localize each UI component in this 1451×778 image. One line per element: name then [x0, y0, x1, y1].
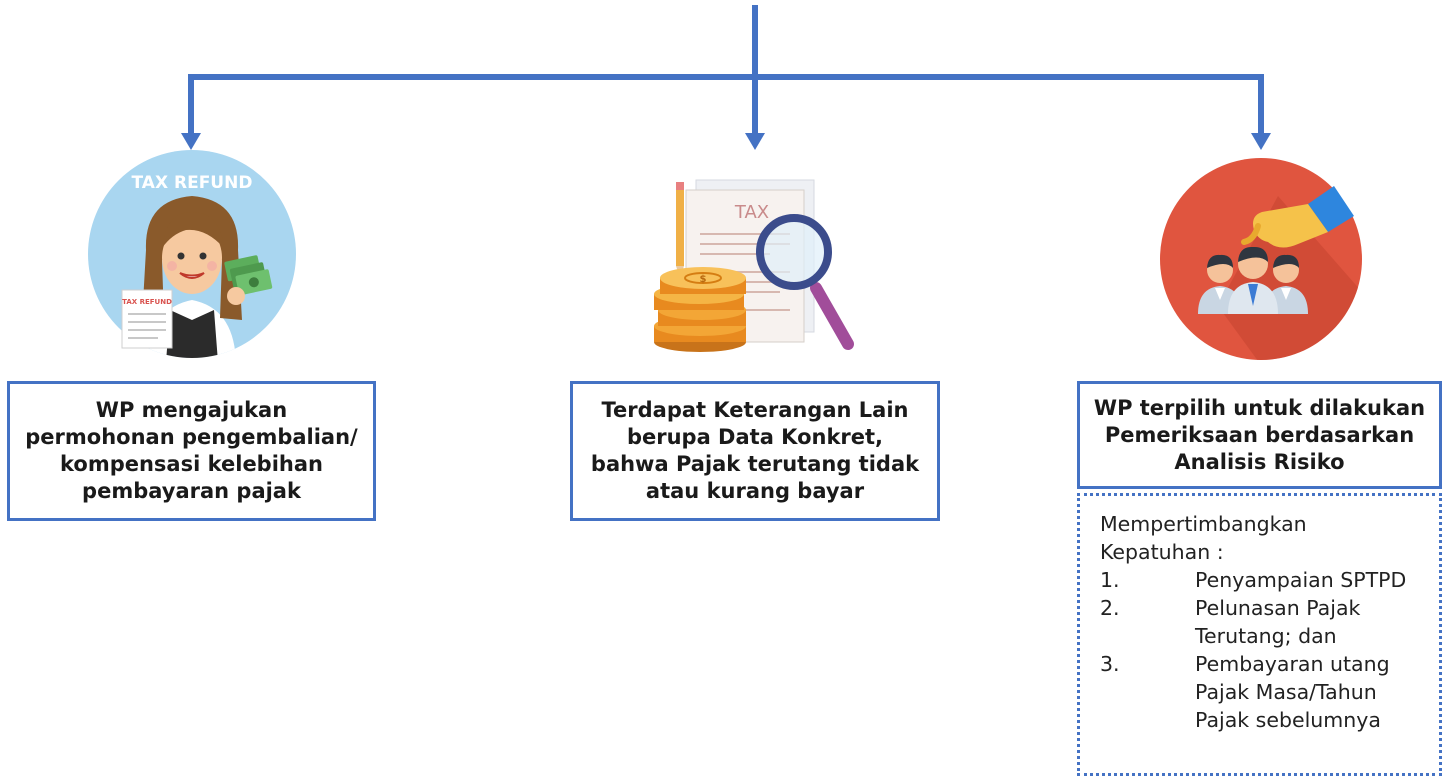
tax-doc-label: TAX	[734, 202, 769, 223]
list-item-number: 2.	[1100, 596, 1120, 620]
hand-selecting-person-illustration	[1160, 158, 1362, 360]
tax-document-magnifier-coins-illustration: TAX $	[654, 179, 854, 352]
label-box-risk-analysis: WP terpilih untuk dilakukan Pemeriksaan …	[1077, 381, 1442, 489]
list-item-text: Penyampaian SPTPD	[1195, 568, 1407, 592]
list-item: 2. Pelunasan Pajak Terutang; dan	[1100, 594, 1439, 650]
label-concrete-data-text: Terdapat Keterangan Lain berupa Data Kon…	[590, 398, 920, 503]
coin-symbol: $	[700, 274, 707, 285]
arrow-head-center	[745, 133, 765, 150]
note-list: 1. Penyampaian SPTPD 2. Pelunasan Pajak …	[1100, 566, 1439, 734]
tax-refund-doc-label: TAX REFUND	[122, 298, 172, 306]
note-heading: Mempertimbangkan Kepatuhan :	[1100, 512, 1307, 564]
arrow-head-left	[181, 133, 201, 150]
tax-refund-woman-illustration: TAX REFUND TAX REFUND	[88, 150, 296, 358]
list-item-number: 1.	[1100, 568, 1120, 592]
people-group	[1198, 246, 1308, 314]
tax-refund-badge-text: TAX REFUND	[132, 173, 253, 193]
branch-bar	[188, 74, 1264, 135]
list-item-text: Pembayaran utang Pajak Masa/Tahun Pajak …	[1195, 652, 1390, 732]
list-item-number: 3.	[1100, 652, 1120, 676]
arrow-head-right	[1251, 133, 1271, 150]
label-box-concrete-data: Terdapat Keterangan Lain berupa Data Kon…	[570, 381, 940, 521]
coin-stack: $	[654, 267, 746, 352]
connector-lines	[181, 5, 1271, 150]
list-item: 1. Penyampaian SPTPD	[1100, 566, 1439, 594]
magnifier	[756, 214, 854, 350]
compliance-note-box: Mempertimbangkan Kepatuhan : 1. Penyampa…	[1077, 493, 1442, 776]
list-item-text: Pelunasan Pajak Terutang; dan	[1195, 596, 1361, 648]
label-refund-text: WP mengajukan permohonan pengembalian/ k…	[25, 398, 358, 503]
label-box-refund: WP mengajukan permohonan pengembalian/ k…	[7, 381, 376, 521]
label-risk-analysis-text: WP terpilih untuk dilakukan Pemeriksaan …	[1093, 395, 1426, 474]
list-item: 3. Pembayaran utang Pajak Masa/Tahun Paj…	[1100, 650, 1439, 734]
hand	[1241, 186, 1354, 248]
